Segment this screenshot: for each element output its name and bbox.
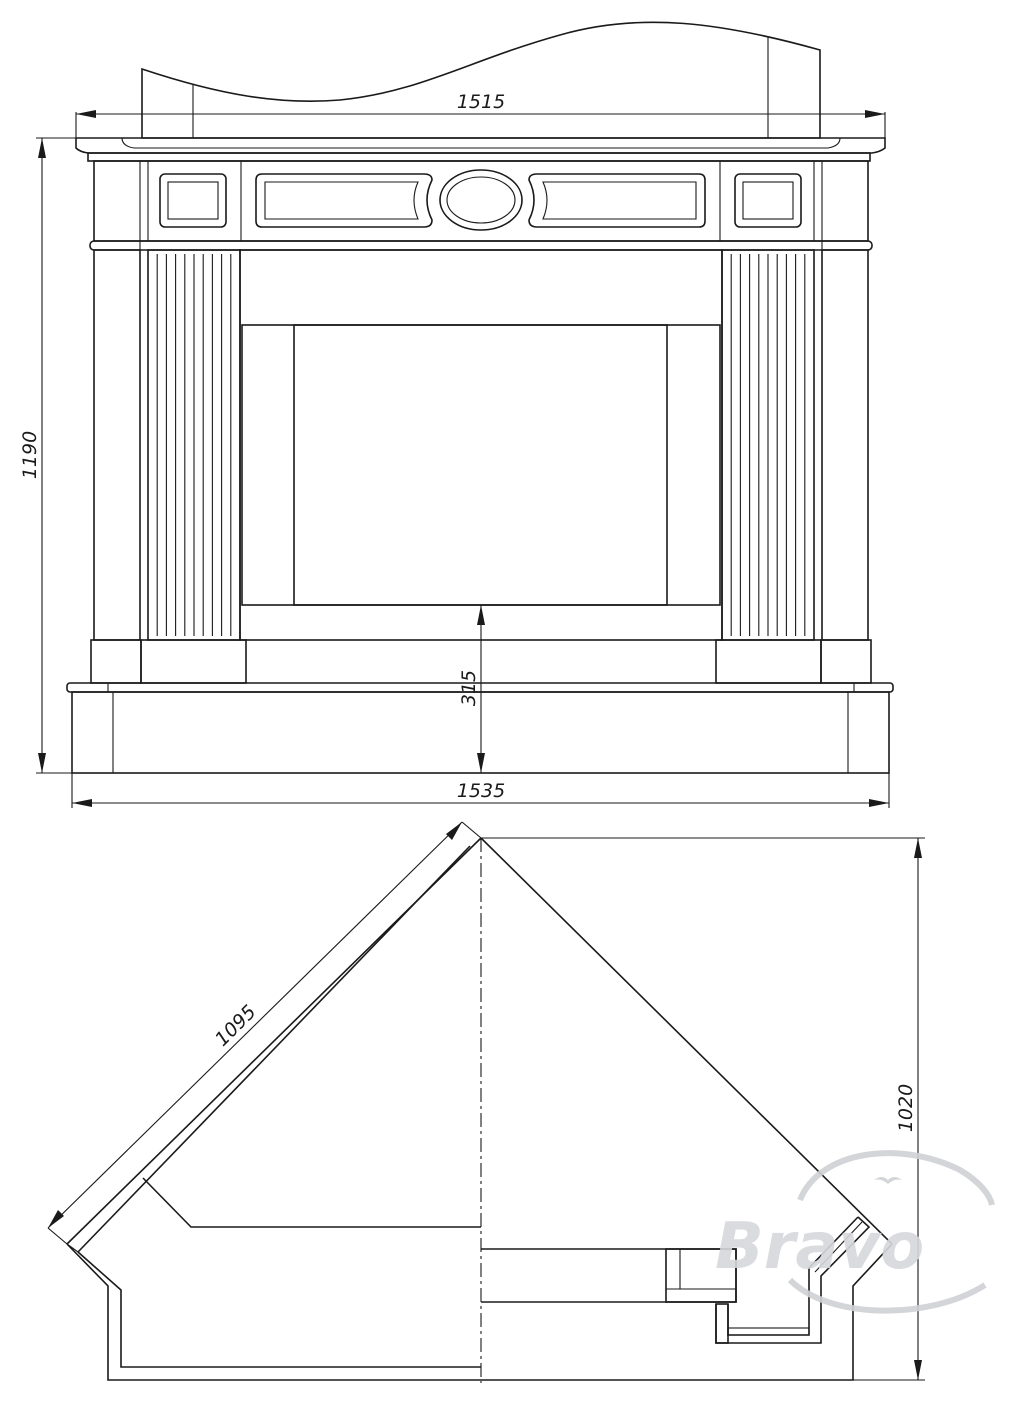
plinth-inner-left <box>140 639 247 684</box>
frieze-medallion-outer <box>439 169 523 231</box>
dimension-bottom-width: 1535 <box>71 773 890 808</box>
bravo-logo-swoosh-top <box>797 1150 995 1206</box>
plan-firebox-block <box>481 1248 737 1303</box>
plinth-outer-right <box>820 639 872 684</box>
frieze-long-panel-right-inner <box>542 181 697 220</box>
pilaster-outer-left <box>93 249 141 641</box>
plan-wall-right <box>480 837 893 1245</box>
mantel-lower-band <box>87 152 871 162</box>
bravo-logo-swoosh-bottom <box>787 1277 987 1314</box>
plan-left-end-cap <box>66 1243 79 1253</box>
pilaster-outer-right <box>821 249 869 641</box>
plan-firebox-insert <box>665 1248 737 1303</box>
bravo-logo-text: Bravo <box>715 1210 924 1284</box>
bravo-logo-bird-icon <box>874 1177 902 1184</box>
plan-left-hearth <box>142 1177 481 1228</box>
bravo-logo-watermark: Bravo <box>715 1150 995 1314</box>
frieze-panel-left <box>159 173 227 228</box>
plan-left-outline <box>66 1243 481 1381</box>
plan-wall-left-inner <box>77 845 471 1253</box>
frieze-panel-right <box>734 173 802 228</box>
capital-band <box>89 240 873 251</box>
dimension-height: 1190 <box>19 137 76 774</box>
dimension-height-label: 1190 <box>19 431 41 479</box>
plan-right-outline <box>481 1243 893 1381</box>
fluted-column-right-flutes <box>730 254 806 636</box>
frieze-panel-right-inner <box>742 181 794 220</box>
frieze-long-panel-left-inner <box>264 181 419 220</box>
dimension-depth-label: 1020 <box>895 1084 917 1132</box>
back-panel-wave <box>141 21 821 139</box>
frieze-long-panel-right <box>528 173 706 228</box>
mantel-underlay <box>121 137 841 149</box>
mantel-shelf <box>75 137 886 154</box>
dimension-bottom-width-label: 1535 <box>457 780 505 802</box>
plan-left-inner-outline <box>77 1251 481 1368</box>
firebox-opening <box>293 324 668 606</box>
plan-right-niche <box>715 1303 729 1344</box>
plinth-inner-right <box>715 639 822 684</box>
hearth-slab <box>66 682 894 693</box>
plan-right-return-inner-line <box>814 1221 863 1273</box>
dimension-top-width: 1515 <box>75 91 886 138</box>
dimension-opening-height: 315 <box>458 605 485 773</box>
frieze-medallion-inner <box>446 176 516 224</box>
dimension-depth: 1020 <box>853 838 925 1381</box>
frieze-long-panel-left <box>255 173 433 228</box>
firebox-surround <box>239 249 723 641</box>
firebox-frame <box>241 324 721 606</box>
plinth-outer-left <box>90 639 142 684</box>
frieze <box>93 160 869 242</box>
frieze-panel-left-inner <box>167 181 219 220</box>
dimension-opening-height-label: 315 <box>458 670 480 706</box>
plan-view: 1095 1020 <box>47 821 925 1383</box>
dimension-top-width-label: 1515 <box>457 91 505 113</box>
front-elevation: 1515 1535 1190 315 <box>19 21 894 808</box>
plan-right-niche-base <box>727 1327 810 1336</box>
fluted-column-left-flutes <box>156 254 232 636</box>
dimension-diagonal: 1095 <box>47 821 482 1245</box>
